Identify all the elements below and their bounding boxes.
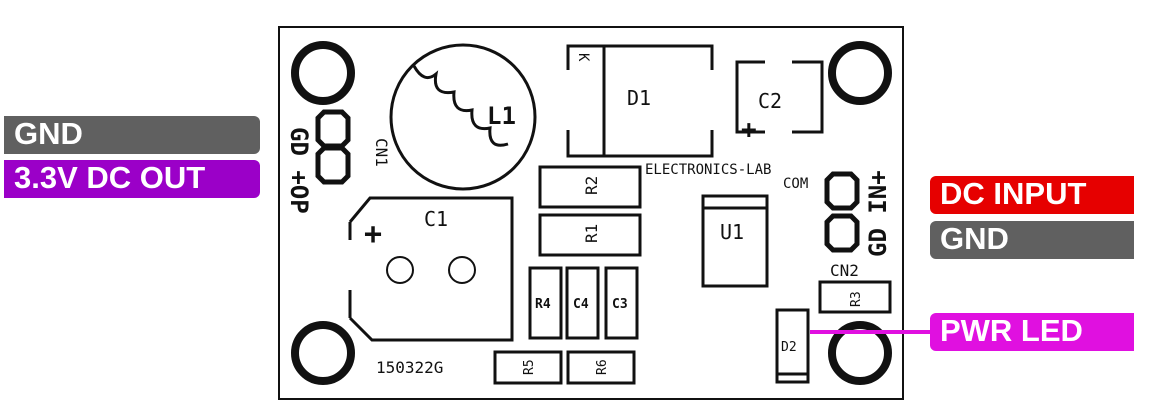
d1-label: D1	[627, 86, 651, 110]
cn2-pin-labels: GD IN+	[864, 170, 892, 257]
d1-cathode-mark: K	[575, 53, 591, 62]
brand-text: ELECTRONICS-LAB	[645, 162, 771, 178]
d2-label: D2	[781, 340, 797, 355]
dc-output-label: 3.3V DC OUT	[4, 160, 260, 198]
l1-label: L1	[487, 102, 516, 130]
c2-plus-mark: +	[741, 115, 757, 145]
mounting-hole-top-right	[828, 41, 892, 105]
pwr-led-label: PWR LED	[930, 313, 1134, 351]
resistor-r5	[493, 350, 563, 385]
diode-d1	[566, 44, 714, 158]
cn2-label: CN2	[830, 261, 859, 280]
brand-text-line2: COM	[783, 176, 808, 192]
capacitor-c4	[565, 266, 600, 340]
regulator-u1	[701, 194, 769, 288]
resistor-r6	[566, 350, 636, 385]
c3-label: C3	[612, 297, 628, 312]
connector-cn2	[824, 171, 860, 253]
r5-label: R5	[522, 359, 537, 375]
r4-label: R4	[535, 297, 551, 312]
c2-label: C2	[758, 89, 782, 113]
inductor-l1	[389, 43, 537, 191]
resistor-r1	[538, 213, 642, 257]
led-d2	[775, 308, 810, 384]
r1-label: R1	[582, 224, 601, 243]
capacitor-c2	[735, 60, 824, 134]
capacitor-c3	[604, 266, 639, 340]
mounting-hole-bottom-right	[828, 321, 892, 385]
u1-label: U1	[720, 220, 744, 244]
mounting-hole-bottom-left	[291, 321, 355, 385]
c1-plus-mark: +	[364, 217, 382, 252]
resistor-r2	[538, 165, 642, 209]
dc-input-label: DC INPUT	[930, 176, 1134, 214]
cn1-pin-labels: GD +OP	[285, 127, 313, 214]
gnd-output-label: GND	[4, 116, 260, 154]
c1-label: C1	[424, 207, 448, 231]
mounting-holes	[291, 41, 892, 385]
c4-label: C4	[573, 297, 589, 312]
mounting-hole-top-left	[291, 41, 355, 105]
r3-label: R3	[849, 291, 864, 307]
board-code: 150322G	[376, 358, 443, 377]
resistor-r4	[528, 266, 563, 340]
connector-cn1	[315, 109, 351, 185]
r2-label: R2	[582, 176, 601, 195]
r6-label: R6	[595, 359, 610, 375]
capacitor-c1	[348, 196, 514, 342]
gnd-input-label: GND	[930, 221, 1134, 259]
resistor-r3	[818, 280, 892, 314]
cn1-label: CN1	[372, 138, 391, 167]
